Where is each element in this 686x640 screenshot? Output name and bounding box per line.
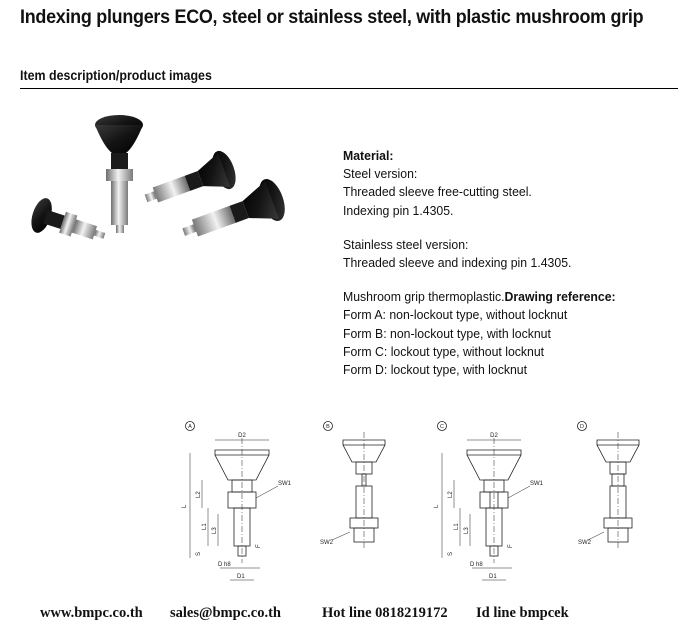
- drawing-form-a: A D2 L L2 L1 L3 S SW1 F D h8 D1: [182, 421, 292, 581]
- page-subtitle: Item description/product images: [20, 68, 212, 83]
- label-d2: D2: [238, 433, 246, 439]
- form-c-line: Form C: lockout type, without locknut: [343, 343, 545, 359]
- material-heading: Material:: [343, 148, 394, 163]
- form-a-line: Form A: non-lockout type, without locknu…: [343, 307, 568, 323]
- label-dh8: D h8: [218, 562, 231, 568]
- label-dh8-c: D h8: [470, 562, 483, 568]
- hotline-text: Hot line 0818219172: [322, 605, 448, 621]
- form-c-mark: C: [440, 424, 444, 430]
- drawing-reference-heading: Drawing reference:: [504, 289, 616, 305]
- form-b-mark: B: [326, 424, 330, 430]
- label-d1-c: D1: [489, 574, 497, 580]
- drawing-form-d: D SW2: [577, 421, 640, 548]
- email-link[interactable]: sales@bmpc.co.th: [170, 605, 281, 621]
- plunger-photo-3: [144, 150, 236, 203]
- steel-version-label: Steel version:: [343, 166, 418, 182]
- label-l1: L1: [202, 523, 208, 530]
- material-description: Material: Steel version: Threaded sleeve…: [343, 147, 655, 379]
- steel-line-1: Threaded sleeve free-cutting steel.: [343, 184, 532, 200]
- plunger-photo-2: [31, 198, 106, 240]
- header-divider: [20, 88, 678, 89]
- label-d2-c: D2: [490, 433, 498, 439]
- form-b-line: Form B: non-lockout type, with locknut: [343, 325, 551, 341]
- label-f: F: [256, 544, 262, 548]
- plunger-photo-1: [95, 115, 143, 233]
- label-s: S: [196, 552, 202, 556]
- plunger-photo-4: [182, 178, 285, 237]
- product-images: [31, 115, 285, 240]
- label-sw2: SW2: [320, 540, 334, 546]
- line-id-text: Id line bmpcek: [476, 605, 569, 621]
- label-l2: L2: [196, 491, 202, 498]
- label-l-c: L: [434, 504, 440, 508]
- label-sw1-c: SW1: [530, 481, 544, 487]
- drawing-form-c: C D2 L L2 L1 L3 S SW1 F D h8 D1: [434, 421, 544, 581]
- label-l: L: [182, 504, 188, 508]
- stainless-label: Stainless steel version:: [343, 236, 469, 252]
- form-a-mark: A: [188, 424, 192, 430]
- label-l2-c: L2: [448, 491, 454, 498]
- steel-line-2: Indexing pin 1.4305.: [343, 202, 454, 218]
- form-d-line: Form D: lockout type, with locknut: [343, 362, 528, 378]
- label-sw1: SW1: [278, 481, 292, 487]
- page-title: Indexing plungers ECO, steel or stainles…: [20, 6, 644, 28]
- label-l1-c: L1: [454, 523, 460, 530]
- label-sw2-d: SW2: [578, 540, 592, 546]
- grip-text: Mushroom grip thermoplastic.: [343, 289, 505, 305]
- technical-drawings: A D2 L L2 L1 L3 S SW1 F D h8 D1 B: [182, 421, 640, 581]
- website-link[interactable]: www.bmpc.co.th: [40, 605, 143, 621]
- drawing-form-b: B SW2: [320, 421, 386, 548]
- stainless-line: Threaded sleeve and indexing pin 1.4305.: [343, 255, 572, 271]
- label-s-c: S: [448, 552, 454, 556]
- form-d-mark: D: [580, 424, 584, 430]
- label-d1: D1: [237, 574, 245, 580]
- label-l3: L3: [212, 527, 218, 534]
- label-l3-c: L3: [464, 527, 470, 534]
- label-f-c: F: [508, 544, 514, 548]
